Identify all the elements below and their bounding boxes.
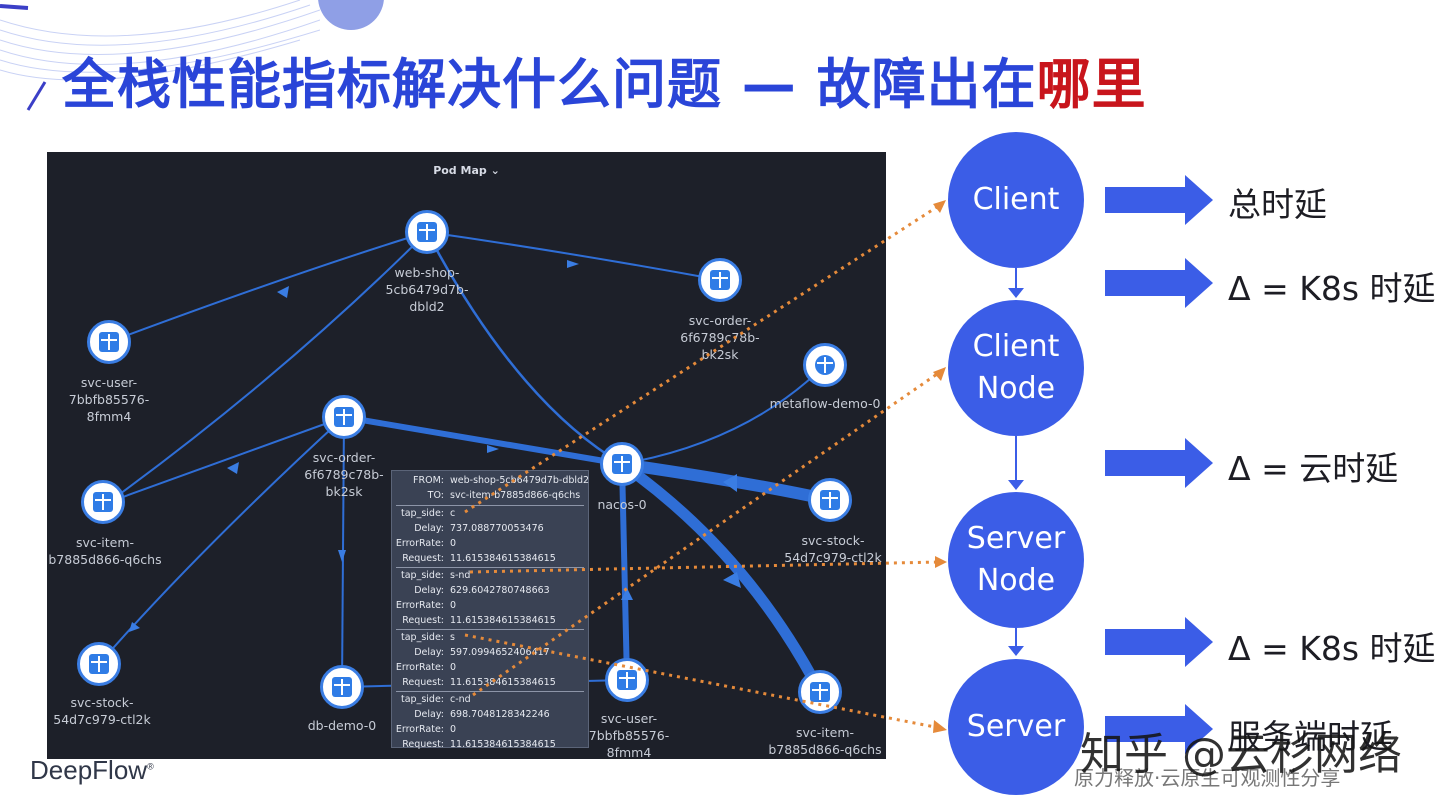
right-arrow-icon	[1105, 438, 1213, 488]
node-label-web-shop: web-shop-5cb6479d7b-dbld2	[385, 265, 469, 314]
node-label-svc-user-bottom: svc-user-7bbfb85576-8fmm4	[588, 711, 670, 759]
node-svc-stock-left[interactable]	[77, 642, 121, 686]
title-highlight: 哪里	[1036, 53, 1147, 116]
deepflow-logo: DeepFlow®	[30, 755, 154, 785]
node-db-demo[interactable]	[320, 665, 364, 709]
flow-arrow-icon	[1008, 646, 1024, 656]
watermark-sub: 原力释放·云原生可观测性分享	[1074, 766, 1341, 790]
flow-node-server: Server	[948, 659, 1084, 795]
pod-icon	[417, 222, 437, 242]
node-label-svc-order-mid: svc-order-6f6789c78b-bk2sk	[304, 450, 384, 499]
label-cloud-latency: Δ = 云时延	[1228, 449, 1399, 488]
label-total-latency: 总时延	[1228, 185, 1327, 224]
pod-icon	[99, 332, 119, 352]
service-icon	[815, 355, 835, 375]
edge-tooltip: FROM:web-shop-5cb6479d7b-dbld2 TO:svc-it…	[391, 470, 589, 750]
node-svc-order-top[interactable]	[698, 258, 742, 302]
node-label-svc-item-right: svc-item-b7885d866-q6chs	[768, 725, 882, 757]
node-label-svc-order-top: svc-order-6f6789c78b-bk2sk	[680, 313, 760, 362]
pod-map-title[interactable]: Pod Map ⌄	[433, 164, 500, 177]
node-svc-user-left[interactable]	[87, 320, 131, 364]
node-label-metaflow: metaflow-demo-0	[769, 396, 881, 411]
label-k8s-latency-server: Δ = K8s 时延	[1228, 629, 1436, 668]
flow-line	[1015, 628, 1017, 648]
node-label-svc-stock-right: svc-stock-54d7c979-ctl2k	[784, 533, 882, 565]
node-web-shop[interactable]	[405, 210, 449, 254]
pod-icon	[710, 270, 730, 290]
flow-line	[1015, 268, 1017, 290]
right-arrow-icon	[1105, 258, 1213, 308]
label-k8s-latency-client: Δ = K8s 时延	[1228, 269, 1436, 308]
pod-icon	[334, 407, 354, 427]
pod-icon	[612, 454, 632, 474]
pod-icon	[89, 654, 109, 674]
slide-title: 全栈性能指标解决什么问题 — 故障出在哪里	[62, 53, 1147, 116]
flow-line	[1015, 436, 1017, 482]
node-svc-user-bottom[interactable]	[605, 658, 649, 702]
pod-icon	[617, 670, 637, 690]
node-label-svc-stock-left: svc-stock-54d7c979-ctl2k	[53, 695, 151, 727]
flow-arrow-icon	[1008, 480, 1024, 490]
flow-arrow-icon	[1008, 288, 1024, 298]
label-server-latency: 服务端时延	[1228, 717, 1393, 756]
right-arrow-icon	[1105, 704, 1213, 754]
watermark: 知乎 @云杉网络	[1080, 729, 1402, 780]
node-label-svc-user-left: svc-user-7bbfb85576-8fmm4	[68, 375, 150, 424]
node-label-svc-item-left: svc-item-b7885d866-q6chs	[48, 535, 162, 567]
pod-icon	[93, 492, 113, 512]
node-nacos[interactable]	[600, 442, 644, 486]
pod-map-screenshot: Pod Map ⌄ web-shop-5cb647	[47, 152, 886, 759]
node-svc-order-mid[interactable]	[322, 395, 366, 439]
node-metaflow[interactable]	[803, 343, 847, 387]
node-label-db-demo: db-demo-0	[307, 718, 377, 733]
corner-decoration	[0, 0, 320, 111]
node-svc-item-left[interactable]	[81, 480, 125, 524]
flow-node-client: Client	[948, 132, 1084, 268]
pod-icon	[820, 490, 840, 510]
right-arrow-icon	[1105, 175, 1213, 225]
pod-icon	[810, 682, 830, 702]
right-arrow-icon	[1105, 617, 1213, 667]
node-svc-stock-right[interactable]	[808, 478, 852, 522]
pod-icon	[332, 677, 352, 697]
node-label-nacos: nacos-0	[597, 497, 647, 512]
